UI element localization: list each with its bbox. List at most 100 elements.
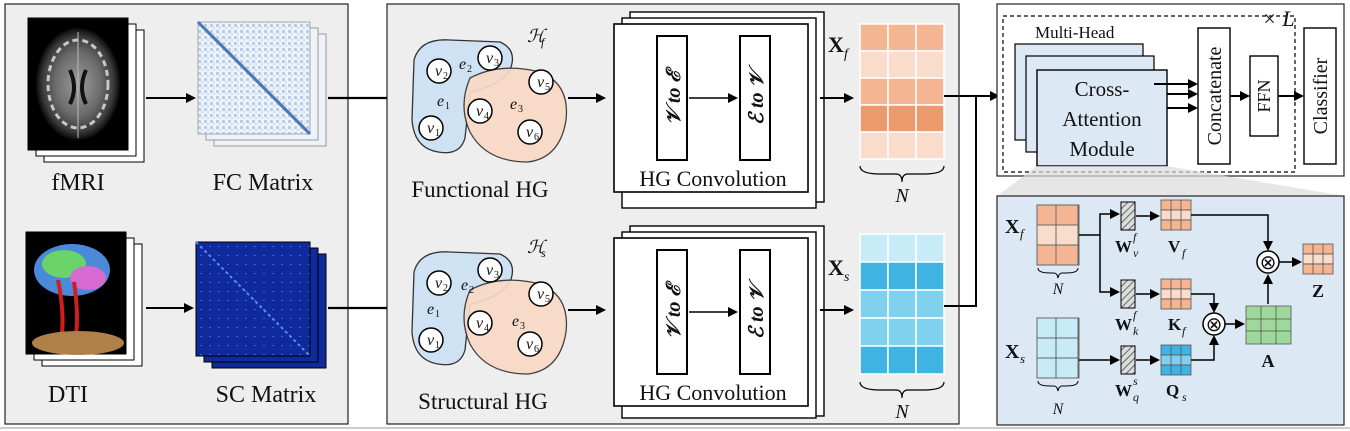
svg-text:W: W [1115,237,1132,256]
svg-text:A: A [1262,351,1275,371]
svg-text:e: e [512,313,519,330]
svg-text:X: X [1005,216,1020,238]
svg-text:K: K [1168,315,1182,334]
hg-conv-label-s: HG Convolution [639,380,786,405]
svg-text:4: 4 [484,323,489,334]
svg-text:3: 3 [494,58,499,69]
svg-text:v: v [486,262,494,279]
svg-text:f: f [844,47,850,62]
svg-text:FFN: FFN [1254,79,1274,112]
svg-text:v: v [427,332,435,349]
svg-text:2: 2 [443,283,448,294]
svg-text:s: s [1133,374,1138,388]
svg-text:e: e [459,56,466,73]
svg-text:Cross-: Cross- [1075,77,1130,101]
hg-conv-label: HG Convolution [639,166,786,191]
fc-matrix-label: FC Matrix [213,170,314,196]
fmri-label: fMRI [51,170,104,196]
svg-text:4: 4 [484,111,489,122]
svg-text:3: 3 [494,270,499,281]
svg-text:f: f [1133,308,1138,322]
svg-text:e: e [461,277,468,294]
svg-text:v: v [526,336,534,353]
xf-brace [859,165,945,183]
times-l-label: × L [1262,6,1295,31]
svg-text:W: W [1115,381,1132,400]
sc-matrix-image [195,241,327,369]
svg-text:Q: Q [1166,381,1179,400]
svg-text:e: e [427,301,434,318]
xf-label: X f [828,32,850,62]
xs-n-label: N [894,401,910,423]
svg-text:⊗: ⊗ [1206,314,1223,336]
svg-text:v: v [427,120,435,137]
svg-text:v: v [537,74,545,91]
e-to-v-label: ℰ to 𝒱 [746,63,768,125]
svg-text:v: v [476,103,484,120]
wv-block [1120,201,1136,231]
svg-text:Classifier: Classifier [1310,57,1332,134]
svg-text:X: X [1005,341,1020,363]
svg-text:v: v [1133,246,1139,260]
xs-brace [859,381,945,399]
svg-text:5: 5 [545,82,550,93]
svg-text:6: 6 [534,344,539,355]
structural-hg-label: Structural HG [418,389,548,414]
svg-text:e: e [510,96,517,113]
wq-block [1120,345,1136,375]
svg-text:s: s [844,270,850,285]
svg-text:f: f [541,35,546,49]
e-to-v-label-s: ℰ to 𝒱 [746,277,768,339]
svg-text:5: 5 [545,294,550,305]
functional-hg-label: Functional HG [411,177,548,202]
svg-text:6: 6 [534,132,539,143]
svg-text:v: v [435,63,443,80]
ffn-block [1249,55,1279,137]
multi-head-label: Multi-Head [1035,23,1115,42]
svg-text:f: f [1182,246,1187,260]
input-panel: fMRI FC Matrix DTI SC Matrix [4,3,349,425]
v-to-e-label: 𝒱 to ℰ [663,66,685,125]
fusion-panel: × L Multi-Head Cross- Attention Module C… [996,3,1345,177]
svg-text:Concatenate: Concatenate [1204,46,1226,145]
qs-matrix [1160,344,1192,376]
detail-xs-matrix [1036,317,1080,379]
svg-text:X: X [828,255,844,280]
svg-text:q: q [1133,390,1139,404]
a-matrix [1245,305,1292,345]
svg-text:v: v [435,275,443,292]
sc-matrix-label: SC Matrix [216,382,317,408]
svg-text:1: 1 [435,340,440,351]
svg-text:v: v [537,286,545,303]
hf-label: ℋ [527,26,548,46]
cross-attention-module [1036,69,1168,167]
svg-text:1: 1 [435,309,440,320]
hg-conv-bottom: 𝒱 to ℰ ℰ to 𝒱 HG Convolution [613,225,825,419]
dti-image [25,231,143,367]
hg-conv-top: 𝒱 to ℰ ℰ to 𝒱 HG Convolution [613,11,825,209]
svg-text:1: 1 [435,128,440,139]
svg-text:f: f [1133,230,1138,244]
svg-text:f: f [1020,226,1026,241]
cross-attention-detail: X f N X s N W f v W f [996,195,1345,426]
svg-text:N: N [1052,281,1065,298]
svg-text:s: s [1182,390,1187,404]
xf-matrix [859,23,945,160]
svg-text:2: 2 [467,64,472,75]
svg-text:3: 3 [520,321,525,332]
